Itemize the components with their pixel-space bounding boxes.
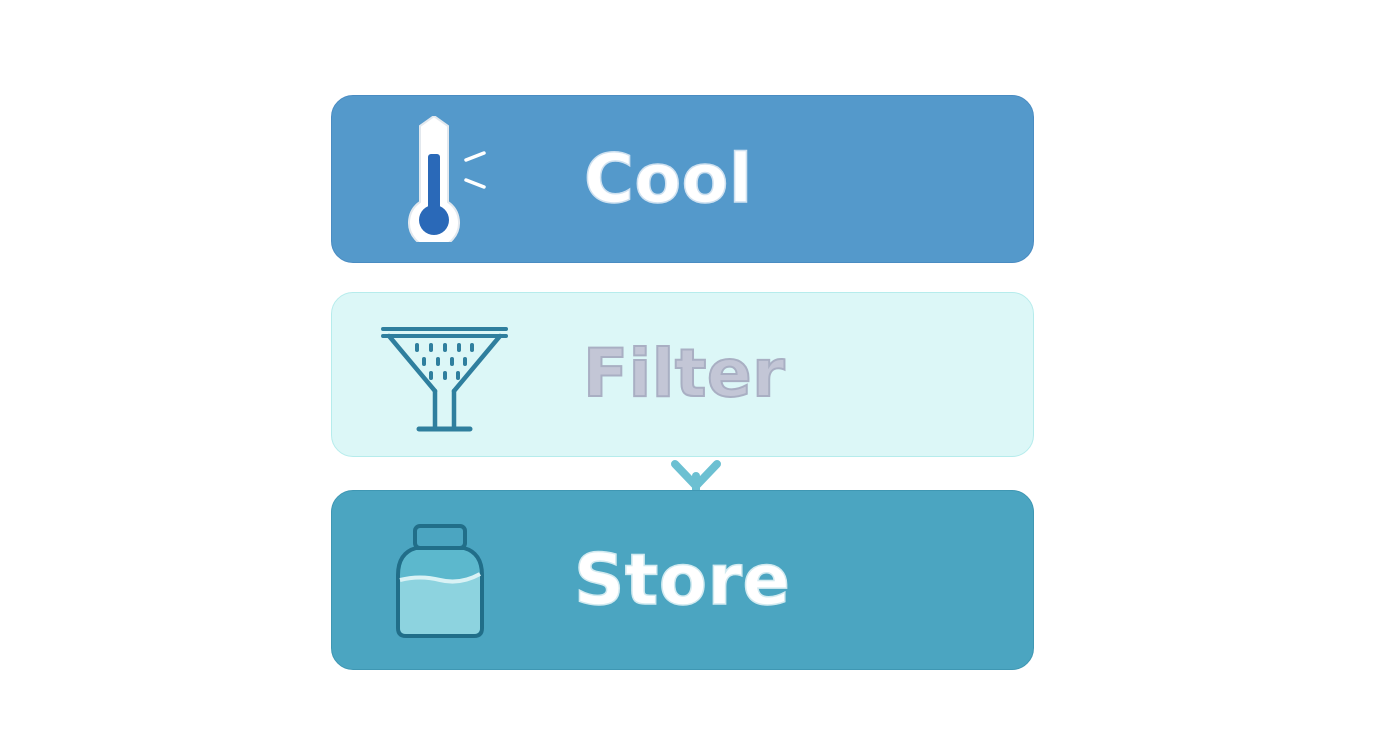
step-store: Store (331, 490, 1034, 670)
step-label-cool: Cool (583, 140, 753, 219)
step-filter: Filter (331, 292, 1034, 457)
step-label-filter: Filter (582, 335, 786, 412)
jar-icon (396, 524, 484, 638)
funnel-filter-icon (381, 327, 508, 432)
step-cool: Cool (331, 95, 1034, 263)
thermometer-icon (408, 116, 486, 242)
step-label-store: Store (573, 539, 791, 621)
chevron-down-icon (671, 460, 721, 494)
